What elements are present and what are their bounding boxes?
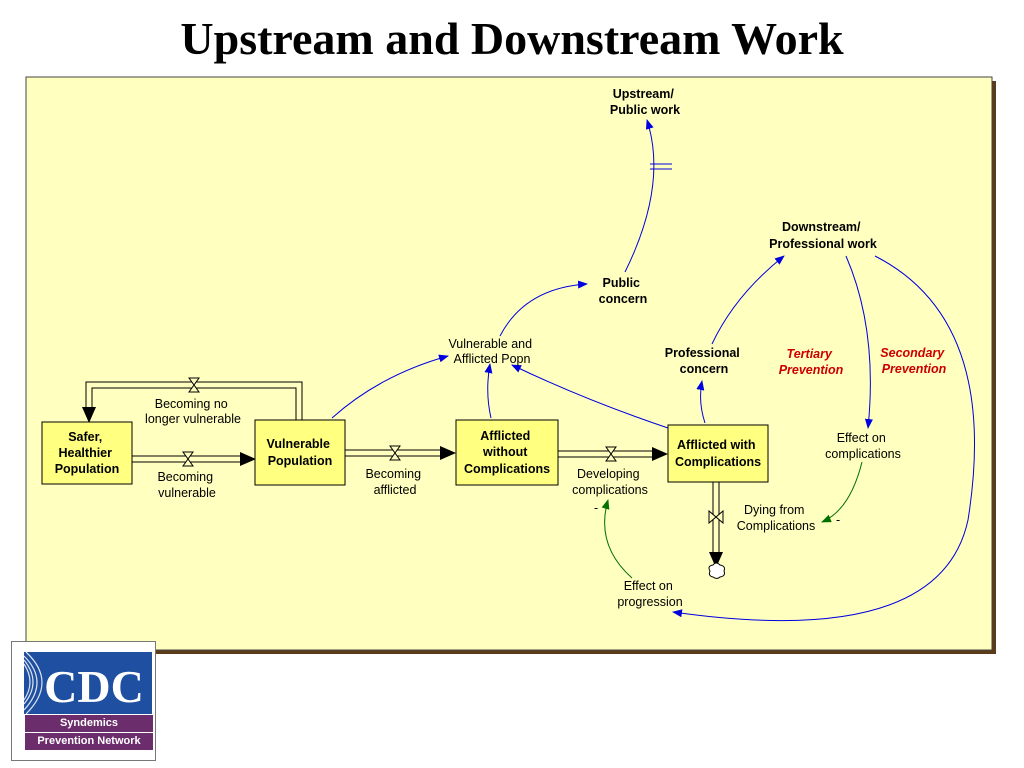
label-safer-line: Population: [55, 462, 120, 476]
link-effect-complications-to-dying: [821, 461, 863, 523]
valve-becoming-vulnerable: [182, 451, 194, 467]
flow-valves: [182, 377, 724, 525]
label-no-longer-line: Becoming no: [155, 397, 228, 411]
link-public-to-upstream: [624, 119, 655, 273]
label-without-line: Afflicted: [480, 429, 530, 443]
slide-title: Upstream and Downstream Work: [180, 13, 844, 64]
stock-with[interactable]: [667, 424, 769, 483]
label-upstream-public-work: Upstream/ Public work: [610, 87, 680, 117]
label-effect-progression-line: Effect on: [624, 579, 673, 593]
cdc-band-prevention-network: Prevention Network: [24, 732, 154, 751]
valve-dying: [708, 509, 724, 525]
label-without-line: without: [482, 445, 528, 459]
label-effect-on-progression: Effect on progression: [617, 579, 682, 609]
label-developing-complications: Developing complications: [572, 467, 648, 497]
label-popn-line: Vulnerable and: [448, 337, 532, 351]
arrow-to-safer: [82, 407, 96, 423]
flow-arrowheads: [82, 407, 723, 568]
arrow-to-cloud: [709, 552, 723, 568]
label-vulnerable-line: Vulnerable: [267, 437, 330, 451]
label-secondary-line: Secondary: [880, 346, 945, 360]
label-afflicted-with: Afflicted with Complications: [675, 438, 761, 469]
label-tertiary-prevention: Tertiary Prevention: [779, 347, 844, 377]
label-effect-complications-line: Effect on: [837, 431, 886, 445]
label-safer-line: Safer,: [68, 430, 102, 444]
minus-sign-developing: -: [594, 501, 598, 515]
label-no-longer-line: longer vulnerable: [145, 412, 241, 426]
link-effect-progression-to-developing: [601, 499, 633, 579]
label-downstream-line: Downstream/: [782, 220, 861, 234]
label-becoming-vulnerable-line: Becoming: [157, 470, 213, 484]
cdc-band-syndemics: Syndemics: [24, 714, 154, 733]
arrow-to-with: [652, 447, 668, 461]
link-with-to-popn: [511, 364, 669, 429]
label-with-line: Afflicted with: [677, 438, 755, 452]
label-downstream-line: Professional work: [769, 237, 877, 251]
label-becoming-vulnerable-line: vulnerable: [158, 486, 216, 500]
label-becoming-afflicted: Becoming afflicted: [365, 467, 424, 497]
label-tertiary-line: Prevention: [779, 363, 844, 377]
label-dying-line: Dying from: [744, 503, 804, 517]
label-professional-line: Professional: [665, 346, 740, 360]
label-secondary-prevention: Secondary Prevention: [880, 346, 947, 376]
label-public-concern-line: Public: [603, 276, 641, 290]
stock-safer[interactable]: [41, 421, 133, 485]
cdc-logo: CDC Syndemics Prevention Network: [11, 641, 156, 761]
valve-no-longer: [188, 377, 200, 393]
link-professional-to-downstream: [711, 255, 785, 345]
valve-developing: [605, 446, 617, 462]
cdc-logo-graphic: CDC: [23, 651, 152, 715]
label-vulnerable-afflicted-popn: Vulnerable and Afflicted Popn: [448, 337, 535, 366]
label-dying-from-complications: Dying from Complications: [737, 503, 816, 533]
causal-links: [331, 119, 975, 621]
minus-sign-dying: -: [836, 513, 840, 527]
label-becoming-afflicted-line: Becoming: [365, 467, 421, 481]
link-without-to-popn: [484, 363, 493, 419]
label-safer-line: Healthier: [59, 446, 113, 460]
link-vulnerable-to-popn: [331, 354, 449, 419]
label-public-concern: Public concern: [599, 276, 648, 306]
delay-mark: [650, 163, 672, 170]
label-becoming-vulnerable: Becoming vulnerable: [157, 470, 216, 500]
label-professional-line: concern: [680, 362, 729, 376]
label-developing-line: complications: [572, 483, 648, 497]
stock-without[interactable]: [455, 419, 559, 486]
label-with-line: Complications: [675, 455, 761, 469]
stocks: [41, 419, 769, 486]
label-effect-on-complications: Effect on complications: [825, 431, 901, 461]
cdc-logo-text: CDC: [44, 661, 144, 712]
valve-becoming-afflicted: [389, 445, 401, 461]
label-without-line: Complications: [464, 462, 550, 476]
label-becoming-afflicted-line: afflicted: [374, 483, 417, 497]
label-effect-progression-line: progression: [617, 595, 682, 609]
label-developing-line: Developing: [577, 467, 640, 481]
label-vulnerable-line: Population: [268, 454, 333, 468]
label-vulnerable-population: Vulnerable Population: [267, 437, 334, 468]
label-effect-complications-line: complications: [825, 447, 901, 461]
label-safer: Safer, Healthier Population: [55, 430, 120, 476]
label-becoming-no-longer: Becoming no longer vulnerable: [145, 397, 241, 426]
arrow-to-vulnerable: [240, 452, 256, 466]
label-popn-line: Afflicted Popn: [454, 352, 531, 366]
arrow-to-without: [440, 446, 456, 460]
label-upstream-line: Public work: [610, 103, 680, 117]
label-public-concern-line: concern: [599, 292, 648, 306]
diagram-panel: [25, 76, 993, 651]
link-popn-to-public: [499, 280, 588, 337]
link-with-to-professional: [696, 380, 706, 424]
link-downstream-to-effect-complications: [845, 255, 873, 429]
negative-links: [601, 461, 863, 579]
label-secondary-line: Prevention: [882, 362, 947, 376]
stock-vulnerable[interactable]: [254, 419, 346, 486]
label-upstream-line: Upstream/: [613, 87, 675, 101]
label-downstream-professional-work: Downstream/ Professional work: [769, 220, 877, 251]
label-tertiary-line: Tertiary: [787, 347, 833, 361]
cloud-sink: [708, 562, 725, 579]
label-dying-line: Complications: [737, 519, 816, 533]
label-afflicted-without: Afflicted without Complications: [464, 429, 550, 476]
link-downstream-to-effect-progression: [672, 255, 975, 621]
label-professional-concern: Professional concern: [665, 346, 744, 376]
